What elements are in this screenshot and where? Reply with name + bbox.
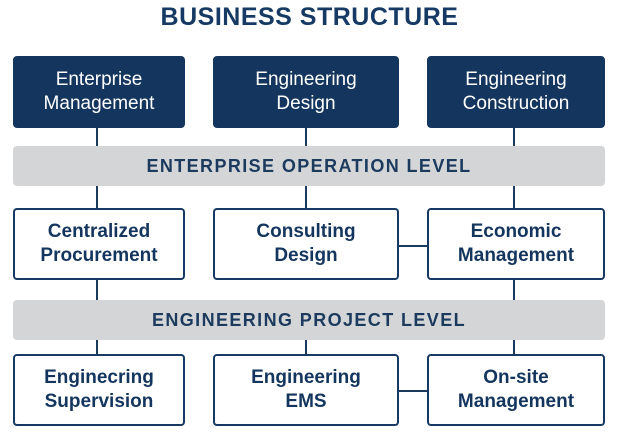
box-label-line: Centralized: [47, 221, 151, 242]
economic-management-box: Economic Management: [427, 208, 605, 280]
connector: [96, 278, 98, 300]
engineering-construction-box: Engineering Construction: [427, 56, 605, 128]
connector: [305, 340, 307, 356]
enterprise-operation-level-band: ENTERPRISE OPERATION LEVEL: [13, 146, 605, 186]
box-label-line: Construction: [462, 93, 570, 114]
box-label-line: Design: [274, 245, 338, 266]
connector: [397, 245, 429, 247]
box-label-line: Engineering: [255, 69, 357, 90]
box-label-line: Consulting: [256, 221, 356, 242]
box-label-line: Design: [276, 93, 336, 114]
box-label-line: Engineering: [251, 367, 361, 388]
engineering-project-level-band: ENGINEERING PROJECT LEVEL: [13, 300, 605, 340]
connector: [513, 126, 515, 146]
engineering-design-box: Engineering Design: [213, 56, 399, 128]
box-label-line: Procurement: [40, 245, 158, 266]
connector: [513, 278, 515, 300]
box-label-line: Management: [43, 93, 155, 114]
box-label-line: Supervision: [44, 391, 154, 412]
connector: [397, 390, 429, 392]
connector: [305, 126, 307, 146]
box-label-line: Management: [457, 391, 575, 412]
consulting-design-box: Consulting Design: [213, 208, 399, 280]
engineering-ems-box: Engineering EMS: [213, 354, 399, 426]
box-label-line: On-site: [483, 367, 549, 388]
box-label-line: Management: [457, 245, 575, 266]
connector: [96, 340, 98, 356]
box-label-line: EMS: [285, 391, 327, 412]
centralized-procurement-box: Centralized Procurement: [13, 208, 185, 280]
connector: [305, 186, 307, 210]
connector: [513, 340, 515, 356]
diagram-title: BUSINESS STRUCTURE: [160, 3, 459, 31]
connector: [96, 126, 98, 146]
box-label-line: Economic: [470, 221, 562, 242]
engineering-supervision-box: Enginecring Supervision: [13, 354, 185, 426]
box-label-line: Engineering: [465, 69, 567, 90]
connector: [513, 186, 515, 210]
connector: [96, 186, 98, 210]
enterprise-management-box: Enterprise Management: [13, 56, 185, 128]
on-site-management-box: On-site Management: [427, 354, 605, 426]
box-label-line: Enterprise: [55, 69, 143, 90]
box-label-line: Enginecring: [44, 367, 154, 388]
